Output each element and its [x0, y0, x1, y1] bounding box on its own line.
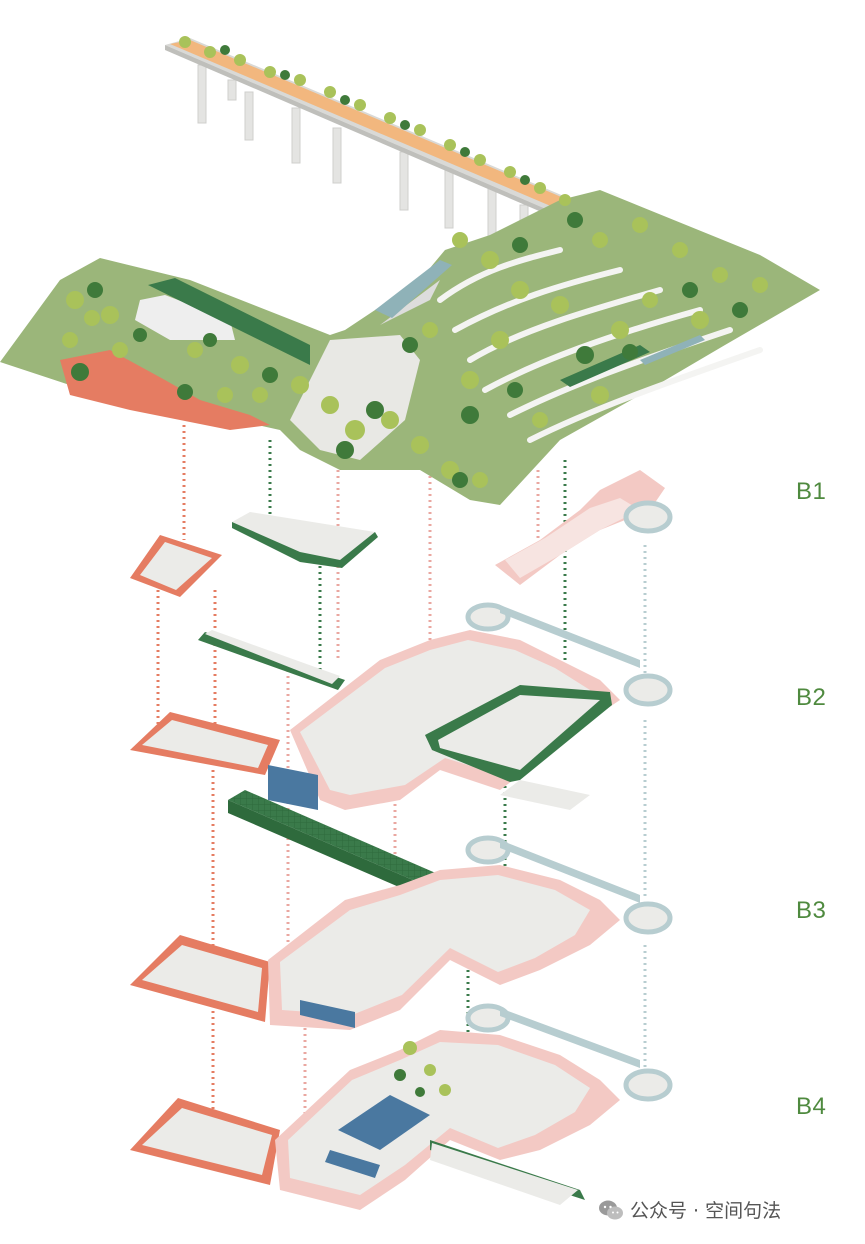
- ground-level-park: [0, 36, 820, 505]
- level-label-b4: B4: [796, 1093, 827, 1120]
- level-b3-plan: [130, 835, 673, 1030]
- level-b4-plan: [130, 1003, 673, 1210]
- watermark-text: 公众号 · 空间句法: [630, 1200, 782, 1222]
- level-b1-plan: [130, 470, 673, 597]
- wechat-icon: [599, 1200, 623, 1219]
- level-label-b3: B3: [796, 897, 827, 924]
- elevated-bridge: [165, 38, 585, 261]
- level-b2-plan: [130, 602, 673, 810]
- level-label-b1: B1: [796, 478, 827, 505]
- level-label-b2: B2: [796, 684, 827, 711]
- watermark: 公众号 · 空间句法: [598, 1196, 781, 1223]
